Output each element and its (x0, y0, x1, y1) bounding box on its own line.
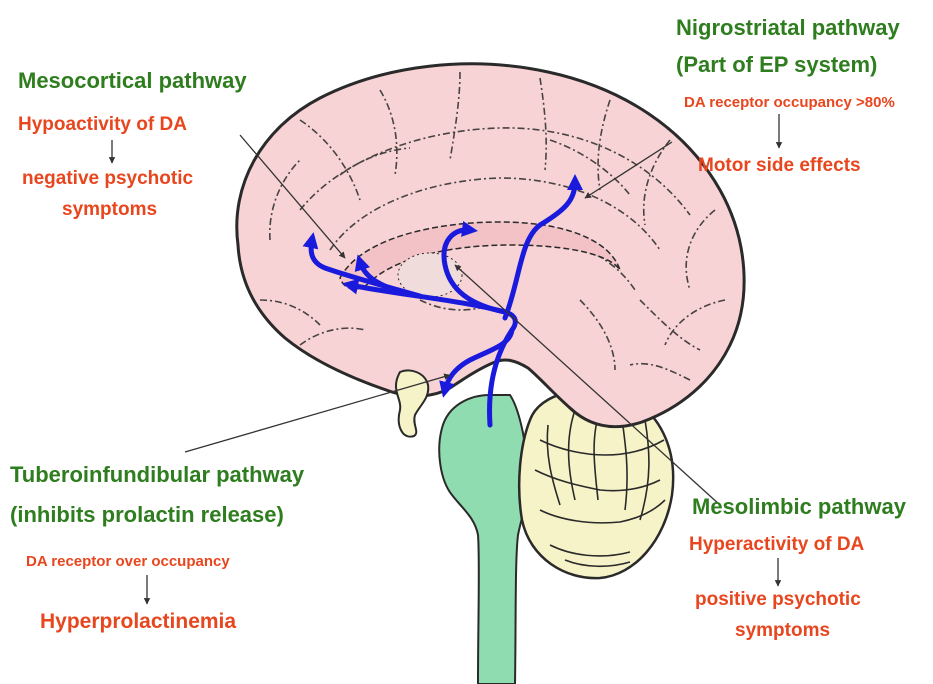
nigrostriatal-title1: Nigrostriatal pathway (676, 15, 900, 41)
tuberoinfundibular-line2: Hyperprolactinemia (40, 610, 236, 634)
mesolimbic-title: Mesolimbic pathway (692, 494, 906, 520)
mesocortical-line2: negative psychotic (22, 168, 193, 190)
mesocortical-line3: symptoms (62, 199, 157, 221)
nigrostriatal-line1: DA receptor occupancy >80% (684, 94, 895, 111)
nigrostriatal-title2: (Part of EP system) (676, 52, 877, 78)
pituitary-shape (396, 371, 428, 437)
mesolimbic-line3: symptoms (735, 620, 830, 642)
tuberoinfundibular-title1: Tuberoinfundibular pathway (10, 462, 304, 488)
mesocortical-title: Mesocortical pathway (18, 68, 247, 94)
tuberoinfundibular-title2: (inhibits prolactin release) (10, 502, 284, 528)
tuberoinfundibular-line1: DA receptor over occupancy (26, 553, 230, 570)
mesocortical-line1: Hypoactivity of DA (18, 114, 187, 136)
brainstem-shape (439, 395, 528, 684)
mesolimbic-line1: Hyperactivity of DA (689, 534, 864, 556)
nigrostriatal-line2: Motor side effects (698, 155, 861, 177)
mesolimbic-line2: positive psychotic (695, 589, 861, 611)
